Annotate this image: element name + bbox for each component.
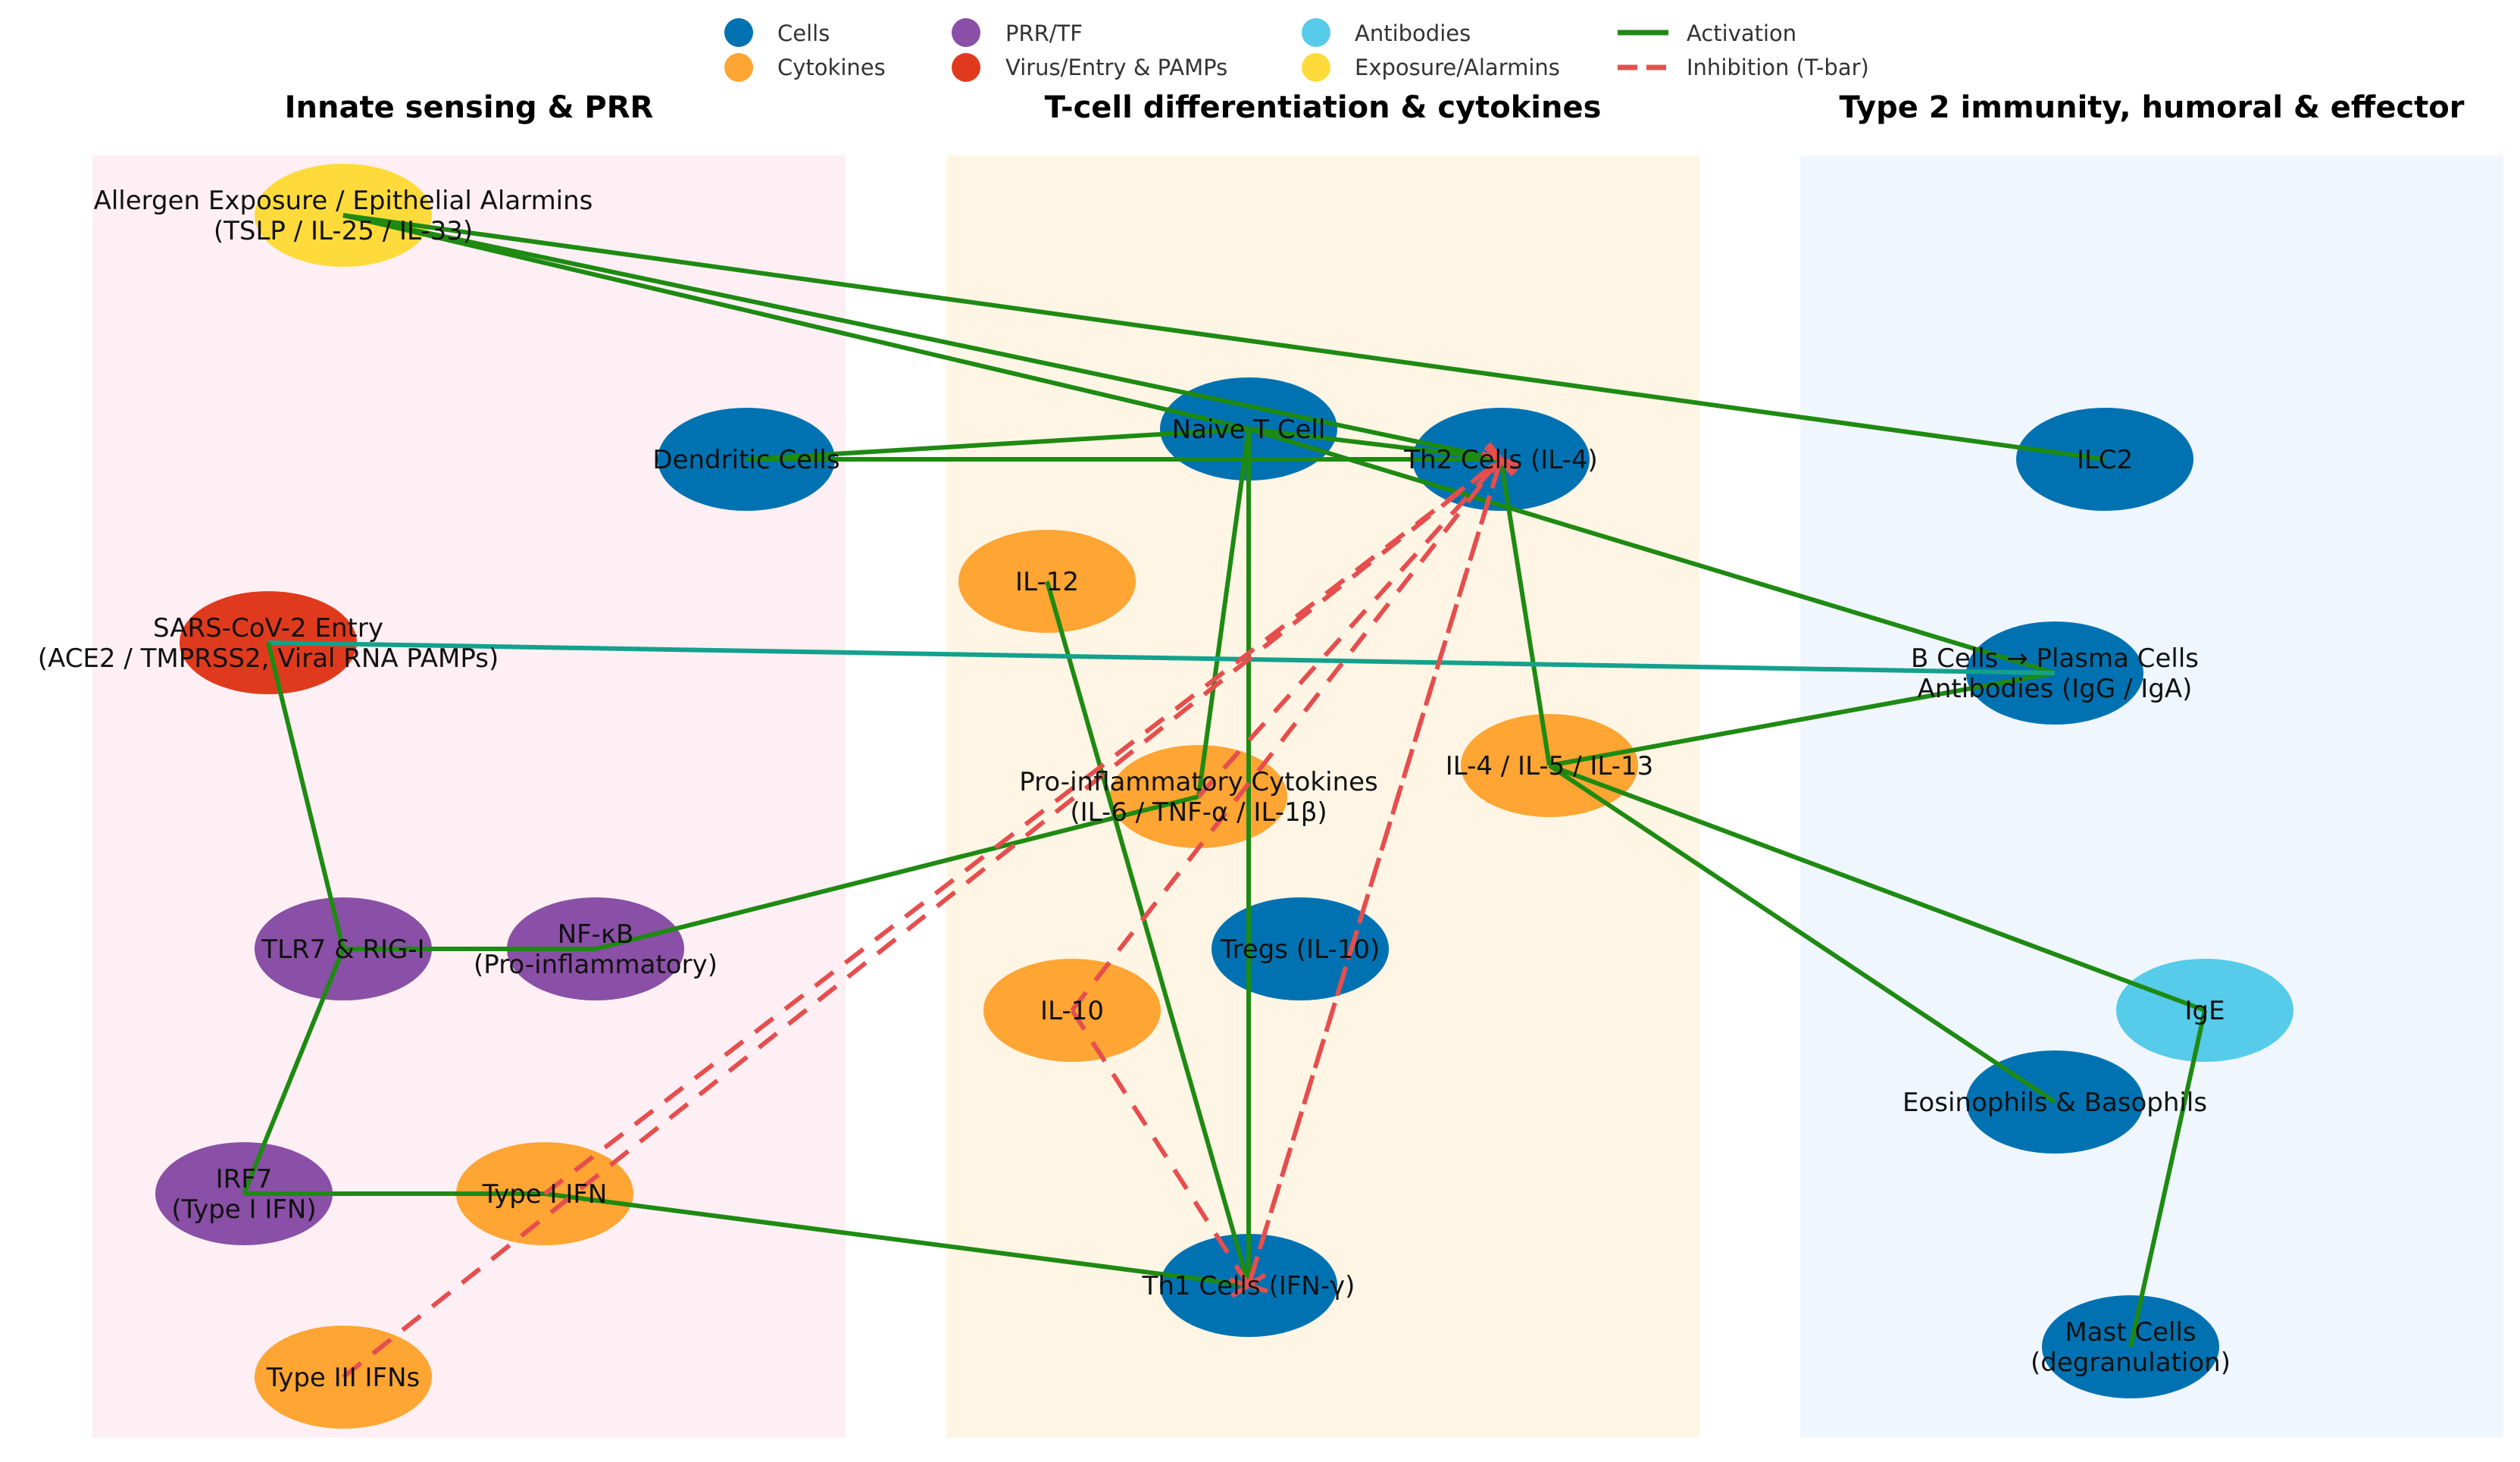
edge-nfkb-to-proinf <box>595 794 1199 951</box>
edge-ige-to-mast <box>2128 1010 2207 1348</box>
legend-antibodies-marker <box>1302 18 1330 47</box>
edge-sars-to-tlr7 <box>266 642 345 950</box>
edge-allergen-to-ilc2 <box>342 213 2106 462</box>
node-label-dc: Dendritic Cells <box>652 445 839 475</box>
legend-exposure-marker <box>1302 53 1330 82</box>
legend-item-cells: Cells <box>724 18 830 47</box>
node-label-th1: Th1 Cells (IFN-γ) <box>1142 1271 1355 1301</box>
node-label-tregs: Tregs (IL-10) <box>1220 934 1380 965</box>
legend-item-exposure: Exposure/Alarmins <box>1302 53 1560 82</box>
legend-item-antibodies: Antibodies <box>1302 18 1471 47</box>
edge-il10-to-th1 <box>1070 1009 1251 1287</box>
legend-item-inhibition: Inhibition (T-bar) <box>1618 55 1869 80</box>
node-label-il12: IL-12 <box>1015 567 1079 597</box>
legend-antibodies-label: Antibodies <box>1355 20 1471 46</box>
node-label-tlr7: TLR7 & RIG-I <box>261 934 424 965</box>
node-label-sars: SARS-CoV-2 Entry(ACE2 / TMPRSS2, Viral R… <box>38 613 499 674</box>
edge-allergen-to-naive <box>342 213 1249 431</box>
legend-item-prr-tf: PRR/TF <box>952 18 1083 47</box>
panels: Innate sensing & PRR T-cell differentiat… <box>92 90 2503 1438</box>
legend-item-activation: Activation <box>1618 20 1796 46</box>
node-label-il4: IL-4 / IL-5 / IL-13 <box>1446 751 1654 781</box>
node-label-ige: IgE <box>2184 996 2225 1026</box>
tbar-il10-to-th1 <box>1230 1273 1267 1298</box>
node-label-irf7: IRF7(Type I IFN) <box>171 1164 316 1225</box>
node-label-proinf: Pro-inflammatory Cytokines(IL-6 / TNF-α … <box>1019 767 1378 828</box>
node-label-th2: Th2 Cells (IL-4) <box>1403 445 1598 475</box>
legend-prr-tf-label: PRR/TF <box>1005 20 1083 46</box>
edge-naive-to-proinf <box>1196 428 1251 797</box>
edge-il4-to-bcells <box>1549 671 2056 768</box>
node-label-il10: IL-10 <box>1040 996 1104 1026</box>
legend-inhibition-label: Inhibition (T-bar) <box>1687 55 1869 80</box>
edge-naive-to-bcells <box>1248 427 2056 675</box>
node-label-nfkb: NF-κB(Pro-inflammatory) <box>474 919 718 980</box>
panel-type2-immunity <box>1800 155 2503 1438</box>
edge-il10-to-th2 <box>1070 458 1503 1012</box>
legend-prr-tf-marker <box>952 18 980 47</box>
edge-il4-to-ige <box>1548 763 2206 1013</box>
panel-title-type2-immunity: Type 2 immunity, humoral & effector <box>1840 90 2465 125</box>
node-label-eos: Eosinophils & Basophils <box>1903 1088 2207 1118</box>
legend-cells-marker <box>724 18 753 47</box>
node-label-typeiii: Type III IFNs <box>266 1363 421 1393</box>
legend-cells-label: Cells <box>777 20 830 46</box>
node-labels: Allergen Exposure / Epithelial Alarmins(… <box>38 186 2231 1393</box>
panel-title-t-cell-differentiation: T-cell differentiation & cytokines <box>1045 90 1602 125</box>
legend-virus-label: Virus/Entry & PAMPs <box>1005 55 1227 80</box>
panel-innate-sensing <box>92 155 846 1438</box>
edge-il12-to-th1 <box>1045 581 1251 1286</box>
legend-activation-label: Activation <box>1687 20 1796 46</box>
node-label-mast: Mast Cells(degranulation) <box>2031 1317 2231 1378</box>
edge-dc-to-naive <box>746 426 1249 462</box>
legend-virus-marker <box>952 53 980 82</box>
edge-allergen-to-th2 <box>342 213 1502 462</box>
legend-item-cytokines: Cytokines <box>724 53 886 82</box>
legend-item-virus: Virus/Entry & PAMPs <box>952 53 1227 82</box>
edges <box>242 213 2207 1379</box>
edge-tlr7-to-irf7 <box>242 947 345 1195</box>
edge-typeiii-to-th2 <box>342 457 1502 1379</box>
node-label-naive: Naive T Cell <box>1172 415 1326 445</box>
edge-naive-to-th2 <box>1248 427 1502 462</box>
edge-th2-to-th1 <box>1246 459 1503 1286</box>
node-label-typei: Type I IFN <box>482 1179 608 1210</box>
edge-typei-to-th2 <box>543 457 1502 1196</box>
legend-cytokines-marker <box>724 53 753 82</box>
legend: Cells Cytokines PRR/TF Virus/Entry & PAM… <box>724 18 1869 82</box>
edge-typei-to-th1 <box>544 1191 1249 1288</box>
node-label-ilc2: ILC2 <box>2077 445 2133 475</box>
edge-il4-to-eos <box>1548 763 2056 1104</box>
edge-th2-to-il4 <box>1499 459 1552 766</box>
legend-cytokines-label: Cytokines <box>777 55 886 80</box>
edge-bcells-to-sars <box>267 640 2056 675</box>
node-label-allergen: Allergen Exposure / Epithelial Alarmins(… <box>94 186 593 246</box>
panel-title-innate-sensing: Innate sensing & PRR <box>285 90 654 125</box>
tbar-proinf-to-th2 <box>1484 444 1518 474</box>
legend-exposure-label: Exposure/Alarmins <box>1355 55 1560 80</box>
